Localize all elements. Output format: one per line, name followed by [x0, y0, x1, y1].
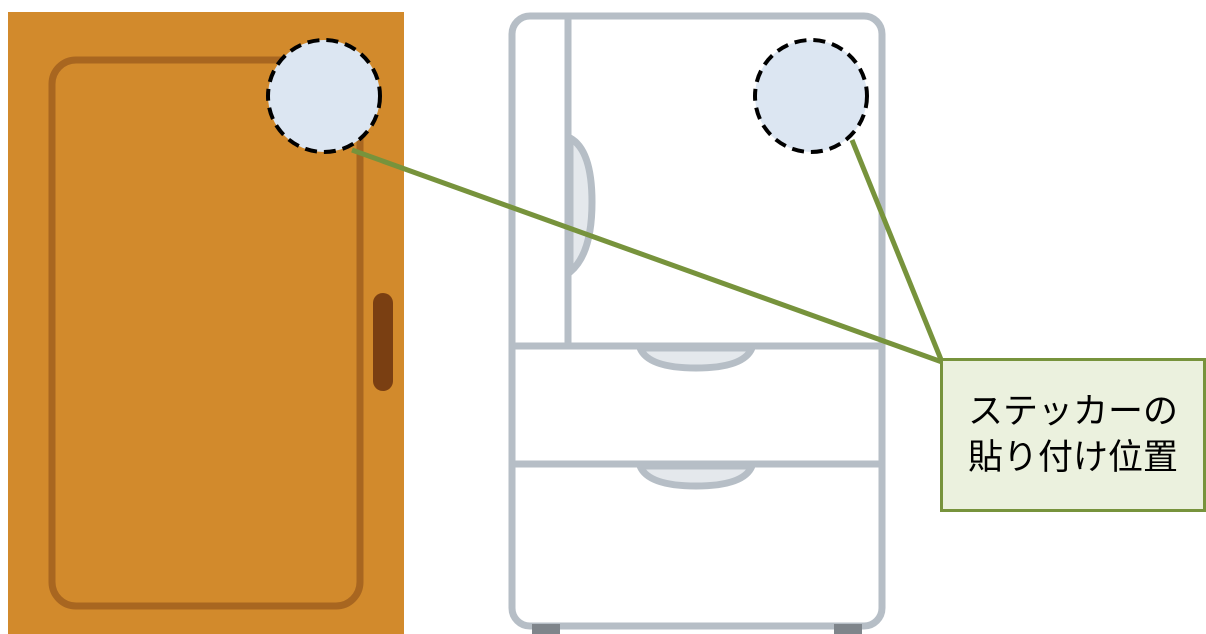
fridge-drawer-handle-2[interactable]: [640, 466, 752, 486]
sticker-position-callout: ステッカーの 貼り付け位置: [940, 358, 1206, 512]
callout-line-1: ステッカーの: [968, 389, 1178, 435]
fridge-foot-right: [834, 624, 862, 634]
door-handle[interactable]: [373, 293, 393, 391]
sticker-marker-fridge: [755, 40, 867, 152]
fridge-drawer-handle-1[interactable]: [640, 348, 752, 368]
fridge-foot-left: [532, 624, 560, 634]
callout-line-2: 貼り付け位置: [968, 435, 1178, 481]
sticker-marker-door: [268, 40, 380, 152]
